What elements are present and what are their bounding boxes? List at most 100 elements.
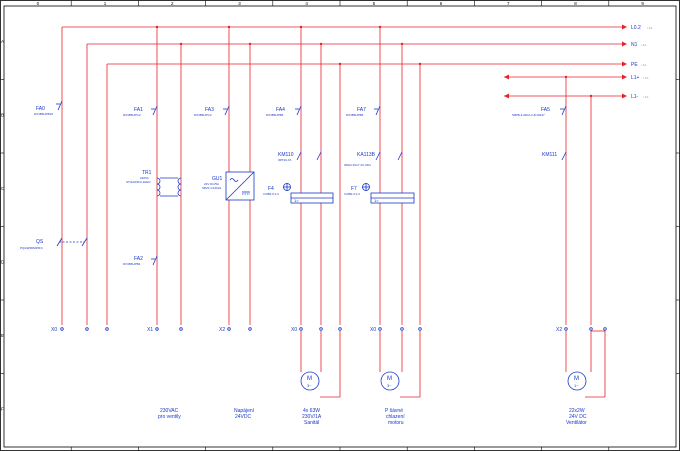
breaker-fa4-symbol[interactable] (295, 105, 302, 116)
overload-f7-symbol[interactable]: 1> (370, 192, 415, 204)
contactor-km111-label: KM111 (542, 152, 557, 158)
rail-label-pe: PE (631, 62, 638, 68)
breaker-fa1-symbol[interactable] (151, 105, 158, 116)
power-rails: L0.2 / 4A N1 / 4A PE / 4A L1+ / 4A L1- /… (62, 24, 652, 100)
circuit-motor-a: FA4 DX3B6UPB6 KM110 3RT20-15 1> F4 3 RB2… (263, 27, 342, 426)
motor-a-m: M (307, 376, 312, 382)
svg-text:1>: 1> (294, 198, 299, 203)
grid-col-label: 1 (104, 1, 107, 6)
power-supply-gu1-sub2: S8VK-C12024 (202, 186, 222, 190)
motor-b-symbol[interactable]: M 3~ (380, 371, 400, 391)
overload-f4-symbol[interactable]: 1> (290, 192, 334, 204)
breaker-fa2-sub: DX3B6UPB2 (123, 262, 141, 266)
motor-b-phase: 3~ (387, 383, 392, 388)
terminal-x0-motor-b: X0 (370, 327, 376, 333)
desc-fan-l1: 22x2W (569, 408, 585, 414)
fan-icon-a (283, 183, 291, 191)
fan-icon-b (362, 183, 370, 191)
motor-a-phase: 3~ (307, 383, 312, 388)
grid-col-label: 0 (37, 1, 40, 6)
breaker-fa3-label: FA3 (205, 107, 214, 113)
grid-col-label: 2 (171, 1, 174, 6)
rail-sub-l1-plus: / 4A (643, 76, 648, 80)
rail-label-n1: N1 (631, 42, 638, 48)
breaker-fa5-sub: S8PB-4-0DCH UF10247 (512, 113, 545, 117)
desc-motor-a-l1: 4x 63W (303, 408, 320, 414)
contactor-km111-symbol[interactable] (561, 151, 567, 161)
contactor-km110-label: KM110 (278, 152, 294, 158)
rail-sub-l02: / 4A (647, 26, 652, 30)
breaker-fa7-label: FA7 (357, 107, 366, 113)
circuit-fan: FA5 S8PB-4-0DCH UF10247 KM111 X2 M 1~ 22… (512, 77, 607, 426)
grid-row-label: A (1, 39, 4, 44)
fan-motor-m: M (574, 376, 579, 382)
terminal-x0-left: X0 (51, 327, 57, 333)
circuit-transformer: FA1 DX3B6UPC2 TR1 230VA ST/2A0/D/A 4HEO … (123, 27, 183, 420)
terminal-x0-motor-a: X0 (291, 327, 297, 333)
contactor-ka113b-label: KA113B (357, 152, 376, 158)
breaker-fa2-symbol[interactable] (151, 255, 158, 266)
breaker-fa7-symbol[interactable] (374, 105, 381, 116)
switch-qs-sub: PQ4425DM25F4 (20, 246, 43, 250)
power-supply-gu1-label: GU1 (212, 176, 223, 182)
contactor-km110-sub: 3RT20-15 (278, 158, 292, 162)
desc-power-l2: 24VDC (235, 414, 252, 420)
grid-row-label: E (1, 333, 4, 338)
desc-fan-l3: Ventilátor (566, 420, 587, 426)
breaker-fa1-sub: DX3B6UPC2 (123, 113, 141, 117)
breaker-fa3-symbol[interactable] (223, 105, 230, 116)
transformer-tr1-symbol[interactable] (156, 177, 182, 197)
grid-row-label: C (1, 186, 5, 191)
overload-f4-label: F4 (268, 186, 274, 192)
terminal-x2-left: X2 (219, 327, 225, 333)
desc-motor-b-l3: motoru (388, 420, 404, 426)
power-supply-gu1-symbol[interactable] (225, 171, 255, 201)
motor-a-symbol[interactable]: M 3~ (300, 371, 320, 391)
terminal-x2-fan: X2 (556, 327, 562, 333)
breaker-fa5-label: FA5 (541, 107, 550, 113)
svg-text:1>: 1> (374, 198, 379, 203)
breaker-fa1-label: FA1 (134, 107, 143, 113)
desc-valves-l2: pro ventily (158, 414, 181, 420)
rail-label-l1-minus: L1- (631, 94, 639, 100)
breaker-fa5-symbol[interactable] (560, 105, 567, 116)
breaker-fa2-label: FA2 (134, 256, 143, 262)
grid-col-label: 9 (641, 1, 644, 6)
grid-row-label: F (1, 406, 4, 411)
overload-f4-sub: 3 RB2.0 0,3 (263, 192, 279, 196)
switch-qs-label: QS (36, 239, 44, 245)
breaker-fa0-sub: DX3B6UPB16 (34, 112, 53, 116)
contactor-ka113b-symbol[interactable] (375, 151, 403, 161)
circuit-power-supply: FA3 DX3B6UPC2 GU1 24V DC/5A S8VK-C12024 … (194, 27, 255, 420)
rail-label-l1-plus: L1+ (631, 75, 640, 81)
grid-col-label: 7 (507, 1, 510, 6)
desc-motor-a-l2: 230V/1A (302, 414, 322, 420)
contactor-km110-symbol[interactable] (296, 151, 322, 161)
fan-motor-phase: 1~ (574, 383, 579, 388)
transformer-tr1-sub1: 230VA (140, 176, 149, 180)
breaker-fa0-symbol[interactable] (56, 100, 63, 111)
grid-col-label: 6 (440, 1, 443, 6)
desc-power-l1: Napájení (234, 408, 255, 414)
desc-valves-l1: 230VAC (160, 408, 179, 414)
power-supply-gu1-sub1: 24V DC/5A (204, 182, 219, 186)
fan-motor-symbol[interactable]: M 1~ (567, 371, 587, 391)
switch-qs-symbol[interactable] (56, 237, 88, 247)
grid-col-label: 5 (373, 1, 376, 6)
rail-sub-pe: / 4A (641, 63, 646, 67)
circuit-main-switch: FA0 DX3B6UPB16 QS PQ4425DM25F4 X0 (20, 27, 109, 333)
grid-row-label: D (1, 259, 5, 264)
rail-sub-n1: / 4A (641, 43, 646, 47)
terminal-x1: X1 (147, 327, 153, 333)
rail-label-l02: L0.2 (631, 25, 641, 31)
grid-row-label: B (1, 112, 4, 117)
desc-motor-b-l1: P šávné (385, 408, 403, 414)
desc-fan-l2: 24V DC (569, 414, 587, 420)
desc-motor-b-l2: chlazení (386, 414, 405, 420)
breaker-fa7-sub: DX3B6UPB6 (346, 113, 364, 117)
motor-b-m: M (387, 376, 392, 382)
breaker-fa0-label: FA0 (36, 106, 45, 112)
overload-f7-sub: 3 RB2.0 0,3 (344, 192, 360, 196)
breaker-fa3-sub: DX3B6UPC2 (194, 113, 212, 117)
